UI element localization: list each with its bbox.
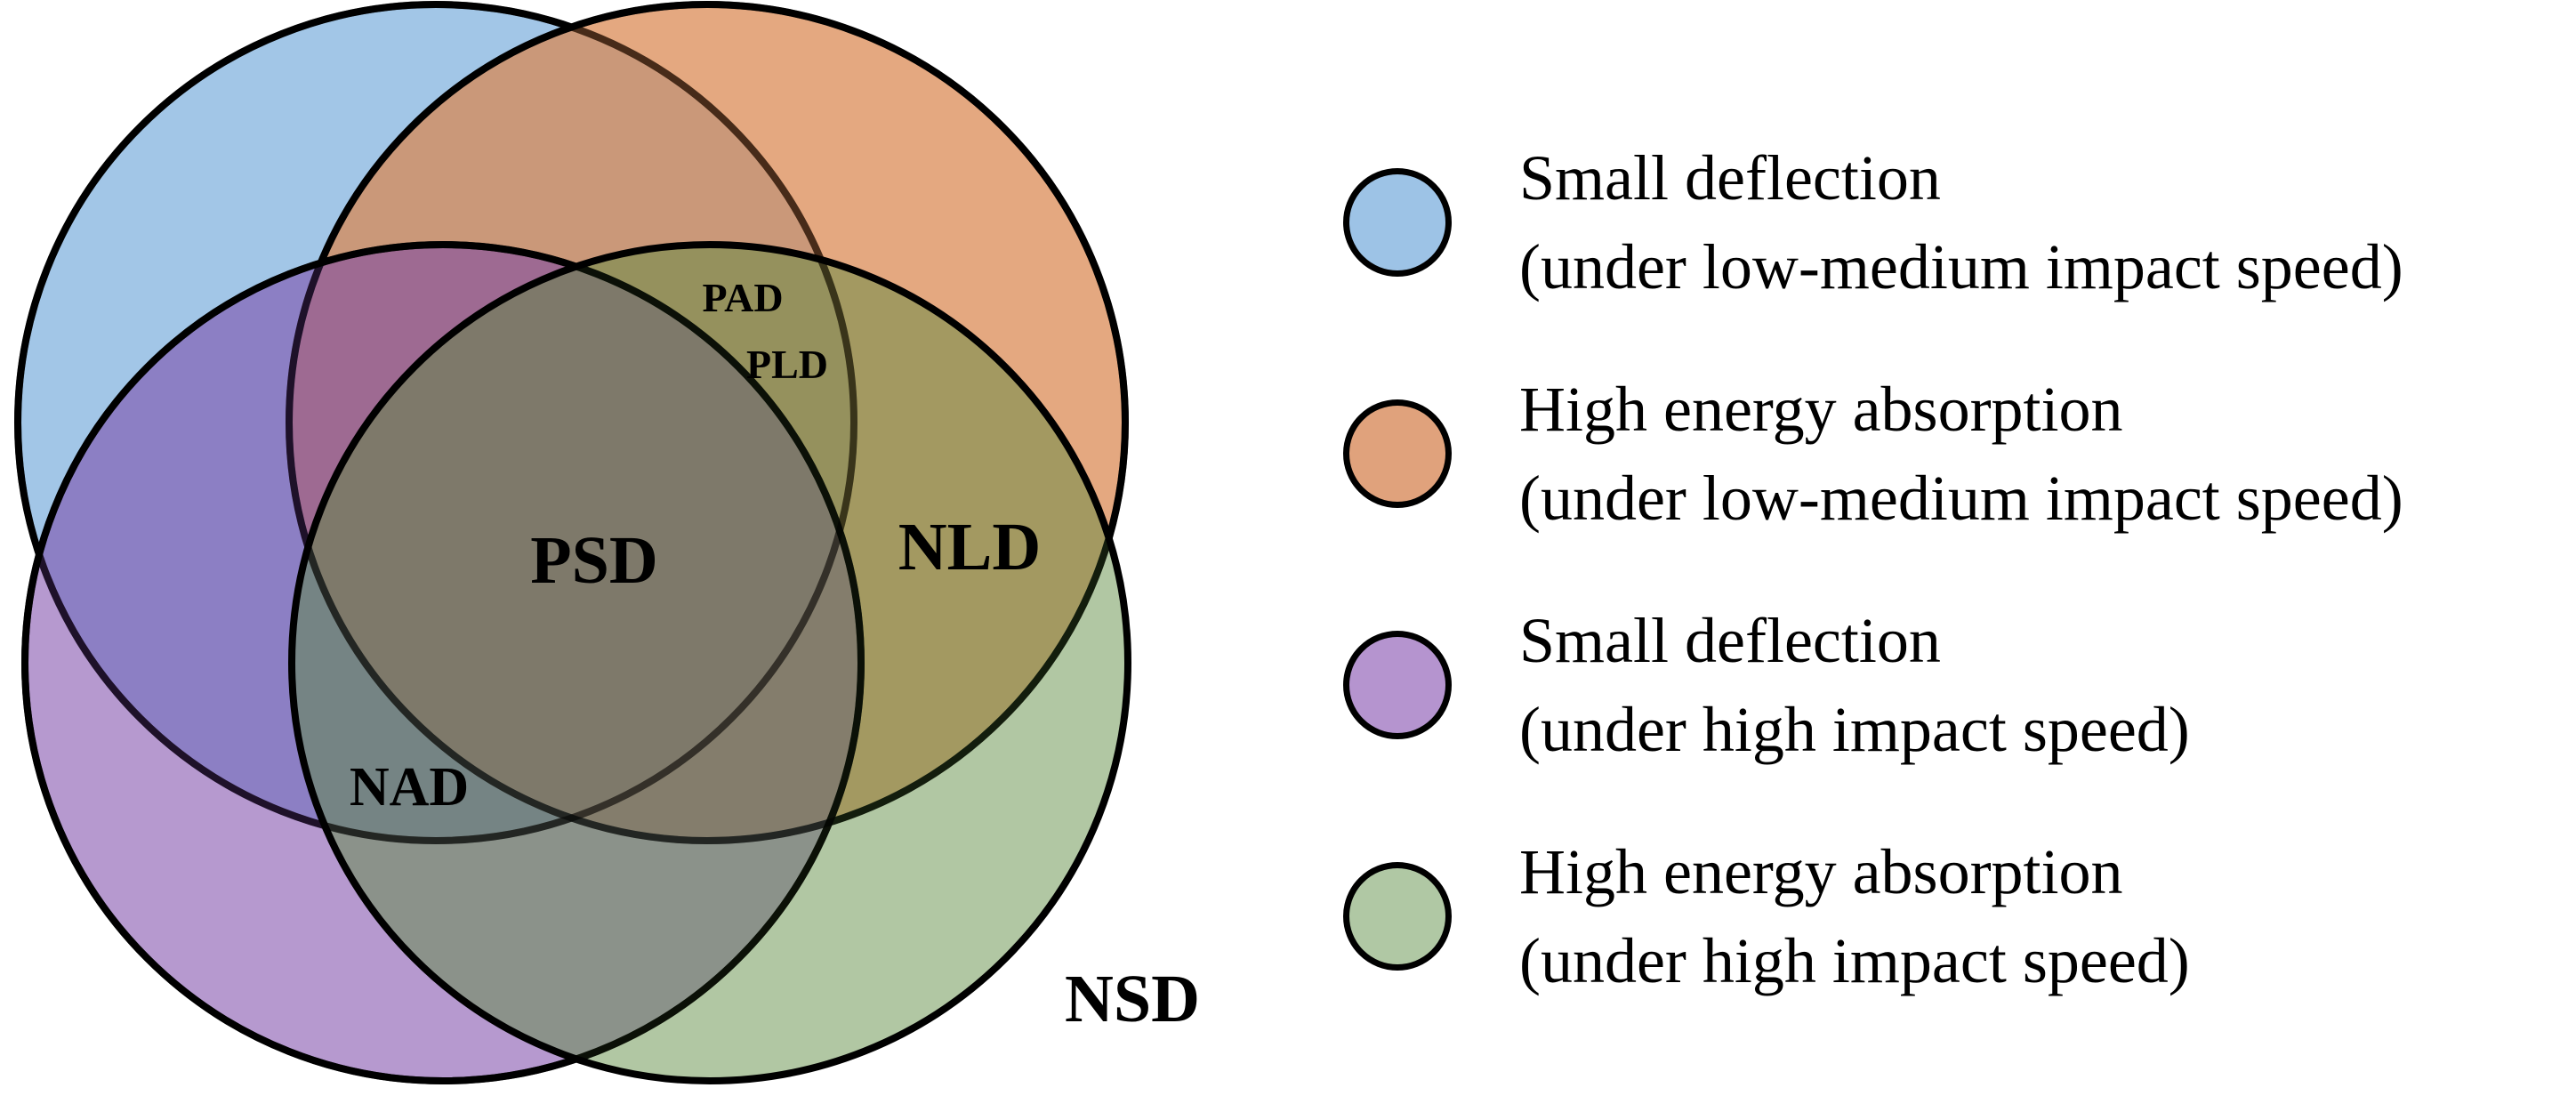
legend-line-1: High energy absorption [1519,836,2123,907]
circle-high-energy-absorption-high [288,241,1131,1084]
legend-item: High energy absorption (under high impac… [1343,801,2562,1032]
legend-line-2: (under low-medium impact speed) [1519,463,2403,534]
legend-swatch-high-energy-absorption-low-medium [1343,399,1452,508]
venn-circles [14,1,1131,1084]
region-label-pad: PAD [702,275,783,320]
legend-line-1: Small deflection [1519,605,1941,676]
venn-outlines [14,1,1129,1084]
legend: Small deflection (under low-medium impac… [1343,107,2562,1032]
venn-diagram: PSD NLD NAD PAD PLD NSD [14,1,1200,1084]
legend-item: Small deflection (under low-medium impac… [1343,107,2562,338]
legend-item: Small deflection (under high impact spee… [1343,569,2562,801]
legend-line-1: Small deflection [1519,142,1941,214]
legend-line-1: High energy absorption [1519,374,2123,445]
legend-swatch-small-deflection-low-medium [1343,168,1452,277]
legend-text: Small deflection (under low-medium impac… [1519,133,2403,311]
legend-swatch-high-energy-absorption-high [1343,862,1452,971]
legend-text: Small deflection (under high impact spee… [1519,596,2190,774]
legend-line-2: (under low-medium impact speed) [1519,231,2403,302]
legend-text: High energy absorption (under high impac… [1519,827,2190,1005]
region-label-nld: NLD [898,510,1041,584]
region-label-nad: NAD [350,757,469,818]
legend-line-2: (under high impact speed) [1519,694,2190,765]
legend-item: High energy absorption (under low-medium… [1343,338,2562,569]
region-label-pld: PLD [746,342,828,387]
legend-text: High energy absorption (under low-medium… [1519,365,2403,543]
region-label-psd: PSD [530,523,658,598]
legend-line-2: (under high impact speed) [1519,925,2190,996]
legend-swatch-small-deflection-high [1343,631,1452,739]
region-label-nsd: NSD [1065,962,1200,1036]
